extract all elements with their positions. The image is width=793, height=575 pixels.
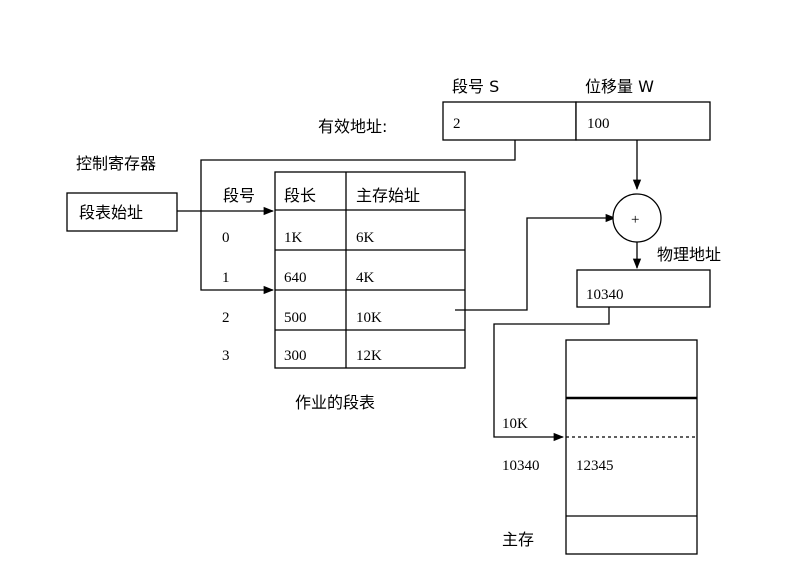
segment-number-header: 段号 S bbox=[452, 77, 499, 96]
physical-to-memory-arrow bbox=[493, 307, 610, 442]
offset-value: 100 bbox=[587, 116, 610, 132]
segtable-header-num: 段号 bbox=[223, 186, 255, 205]
segtable-row0-num: 0 bbox=[222, 230, 230, 246]
segtable-row2-num: 2 bbox=[222, 310, 230, 326]
segtable-row1-start: 4K bbox=[356, 270, 375, 286]
segment-table bbox=[274, 171, 466, 369]
memory-address-label: 10340 bbox=[502, 458, 540, 474]
physical-address-value: 10340 bbox=[586, 287, 624, 303]
segtable-row2-start: 10K bbox=[356, 310, 382, 326]
control-register-content: 段表始址 bbox=[79, 203, 143, 222]
effective-address-label: 有效地址: bbox=[318, 117, 387, 136]
segtable-caption: 作业的段表 bbox=[295, 393, 375, 412]
segtable-row3-num: 3 bbox=[222, 348, 230, 364]
memory-start-label: 10K bbox=[502, 416, 528, 432]
memory-content-value: 12345 bbox=[576, 458, 614, 474]
segtable-row2-len: 500 bbox=[284, 310, 307, 326]
control-register-box bbox=[66, 192, 178, 232]
segtable-header-len: 段长 bbox=[284, 186, 316, 205]
adder-symbol: + bbox=[631, 212, 639, 228]
start-address-to-adder-arrow bbox=[455, 213, 617, 311]
segtable-row0-len: 1K bbox=[284, 230, 303, 246]
segtable-row0-start: 6K bbox=[356, 230, 375, 246]
offset-box bbox=[575, 101, 711, 141]
segtable-row1-len: 640 bbox=[284, 270, 307, 286]
control-register-title: 控制寄存器 bbox=[76, 154, 156, 173]
physical-address-label: 物理地址 bbox=[657, 245, 721, 264]
segtable-row1-num: 1 bbox=[222, 270, 230, 286]
segtable-row3-len: 300 bbox=[284, 348, 307, 364]
main-memory-box bbox=[565, 339, 698, 555]
main-memory-caption: 主存 bbox=[502, 530, 534, 549]
segment-number-value: 2 bbox=[453, 116, 461, 132]
offset-header: 位移量 W bbox=[585, 77, 654, 96]
segtable-row3-start: 12K bbox=[356, 348, 382, 364]
segtable-header-start: 主存始址 bbox=[356, 186, 420, 205]
segment-number-to-row-arrow bbox=[200, 140, 516, 295]
physical-address-box bbox=[576, 269, 711, 308]
segment-number-box bbox=[442, 101, 577, 141]
